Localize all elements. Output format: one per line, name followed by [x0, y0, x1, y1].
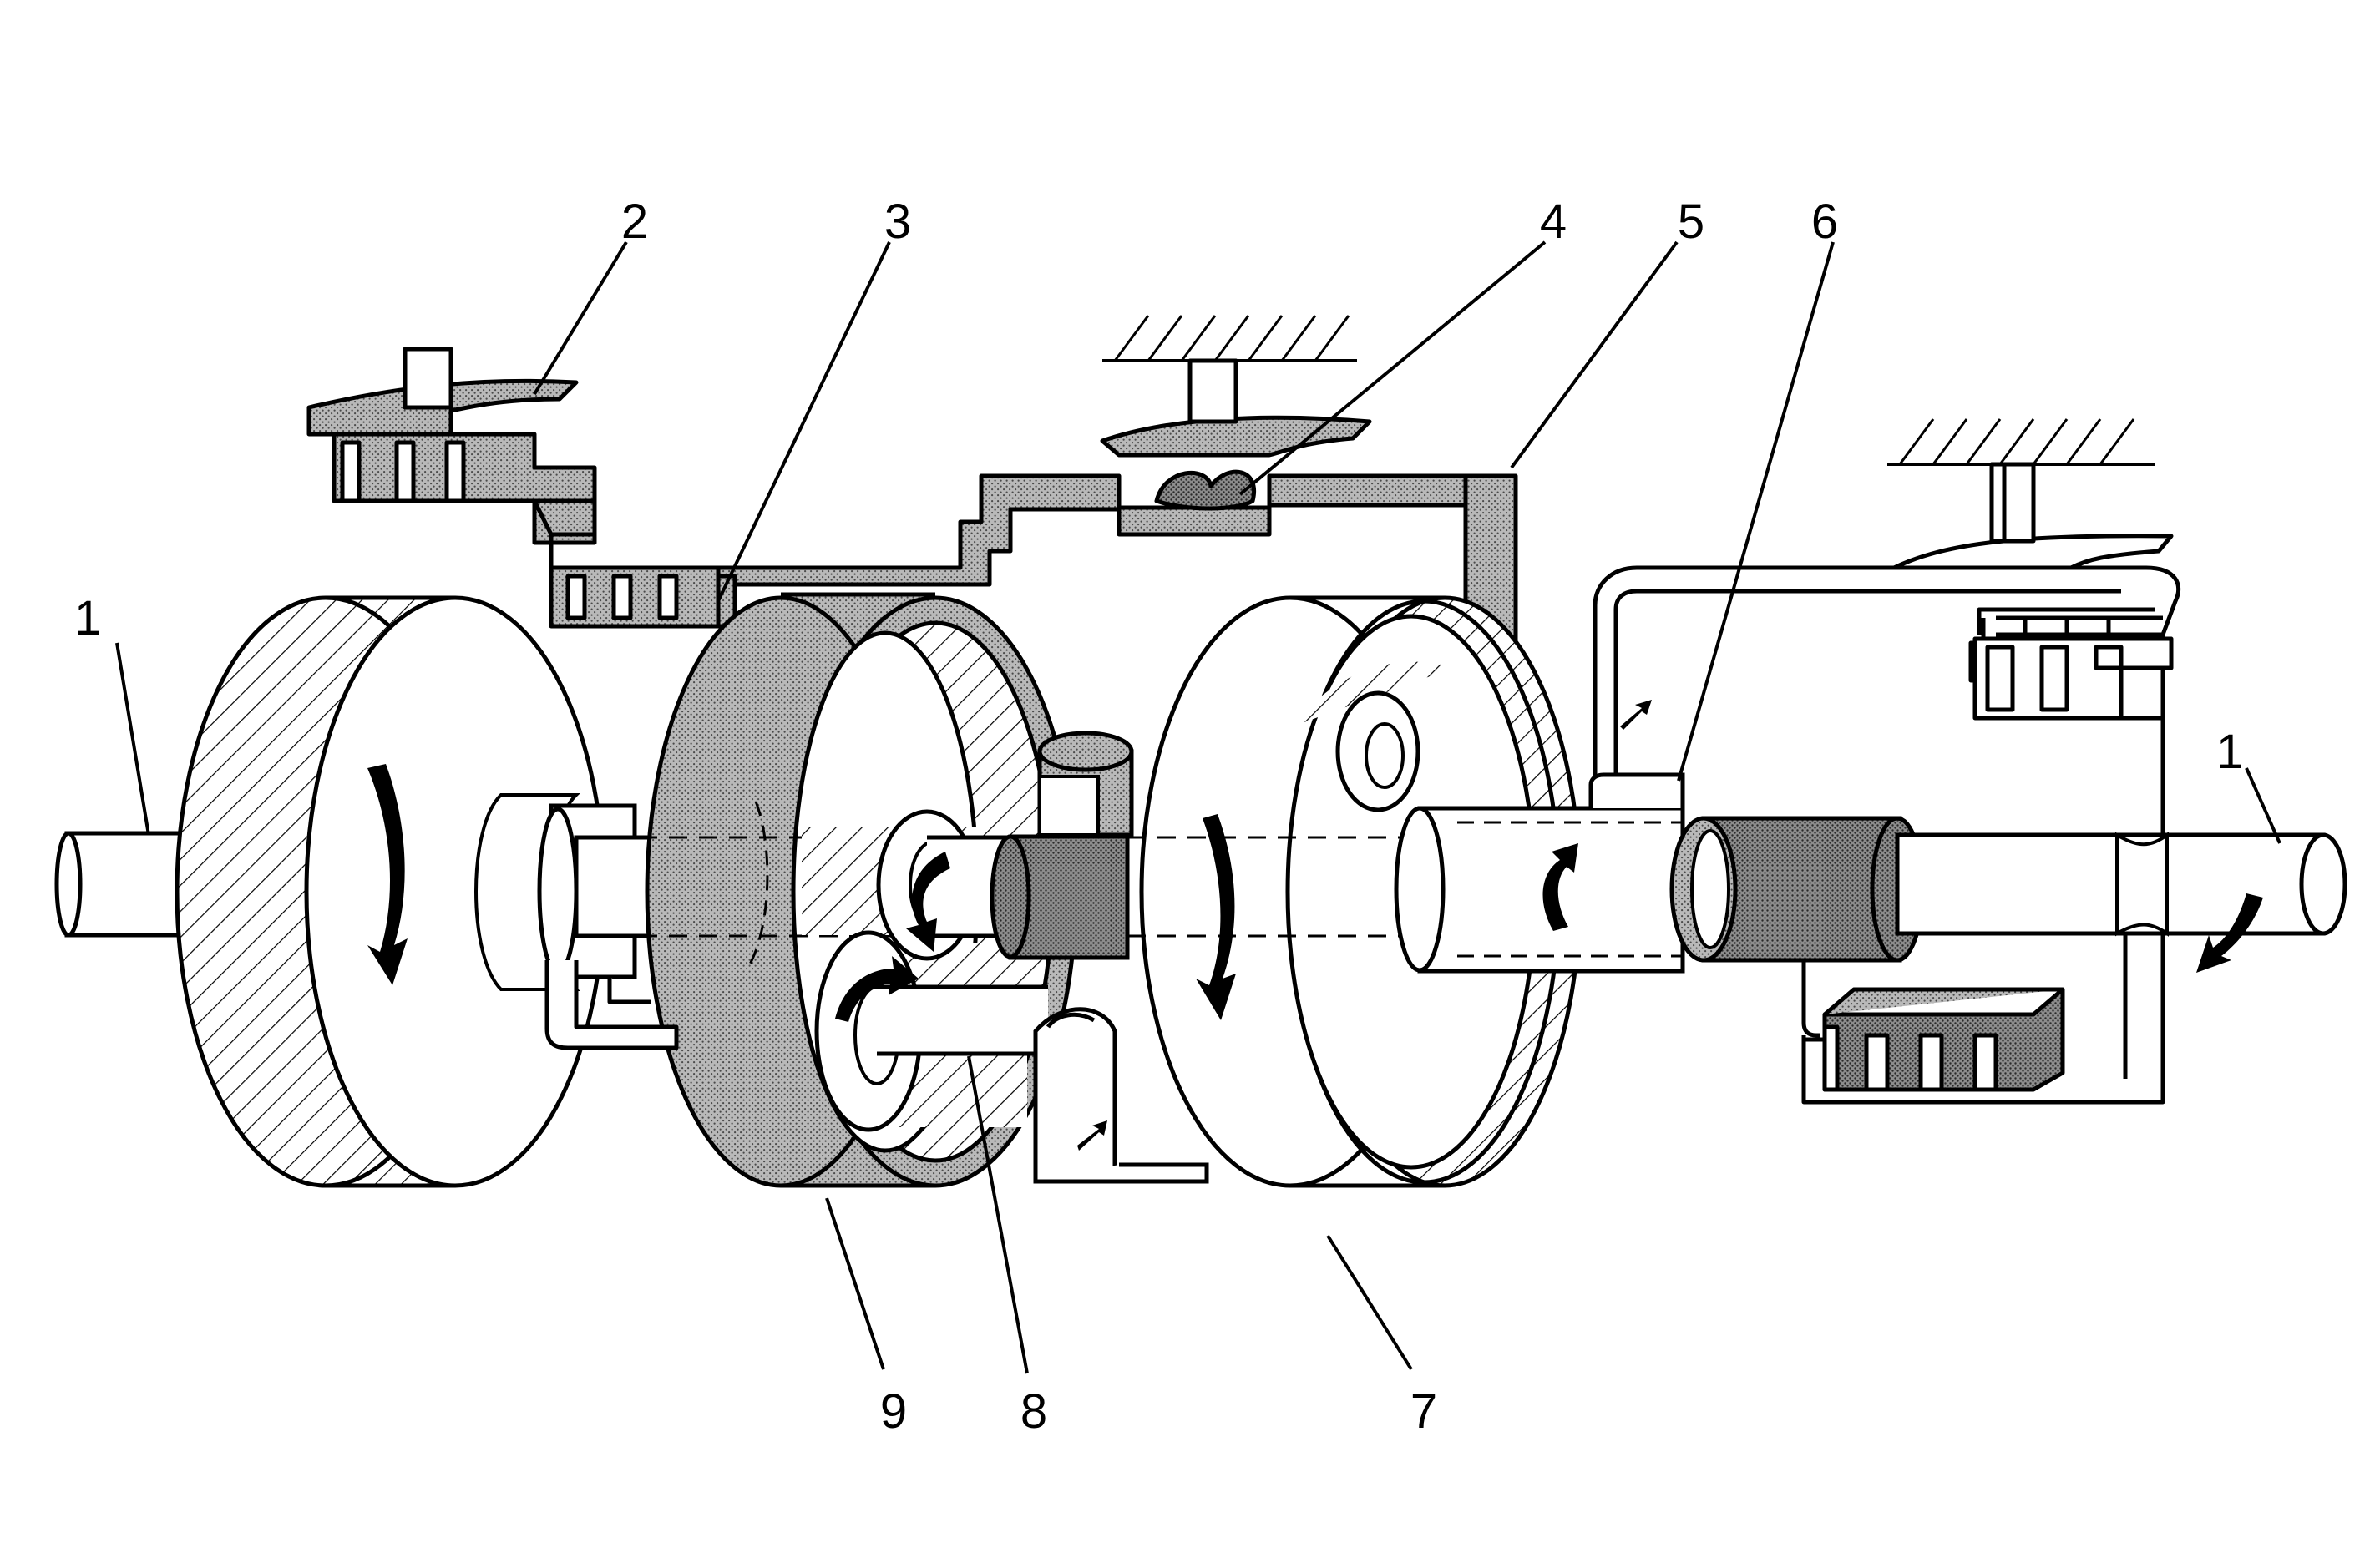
rotation-arrow-output-shaft: [2196, 893, 2263, 973]
sun-gear: [990, 731, 1134, 960]
rotation-arrow-pinion-upper: [906, 852, 950, 952]
ground-hatch-right: [1887, 418, 2155, 466]
callout-7: 7: [1410, 1384, 1437, 1439]
left-bracket: [544, 960, 679, 1050]
callout-3: 3: [884, 195, 911, 249]
input-shaft-left: [54, 831, 195, 938]
callout-2: 2: [621, 195, 648, 249]
callout-labels: 1 2 3 4 5 6 1 9 8 7: [74, 195, 2243, 1439]
rotation-arrow-left-drum: [367, 764, 408, 985]
flow-arrow-housing: [1620, 700, 1652, 730]
callout-5: 5: [1678, 195, 1704, 249]
rotation-arrow-pinion-lower: [835, 956, 919, 1022]
clutch-comb-lower-right: [1801, 942, 2065, 1102]
callout-4: 4: [1540, 195, 1567, 249]
callout-1-right: 1: [2216, 725, 2243, 779]
callout-9: 9: [880, 1384, 907, 1439]
rotation-arrow-hollow-shaft: [1542, 843, 1578, 931]
callout-leaders: [115, 240, 2281, 1374]
ground-hatch-center: [1102, 315, 1357, 362]
rotation-arrow-output-drum: [1196, 814, 1236, 1020]
clutch-comb-upper-right: [1972, 636, 2174, 860]
callout-8: 8: [1020, 1384, 1047, 1439]
carrier-bracket: [1033, 1007, 1209, 1184]
flow-arrow-carrier: [1077, 1120, 1107, 1151]
callout-6: 6: [1811, 195, 1838, 249]
callout-1-left: 1: [74, 591, 101, 645]
left-drum: [175, 595, 637, 1188]
